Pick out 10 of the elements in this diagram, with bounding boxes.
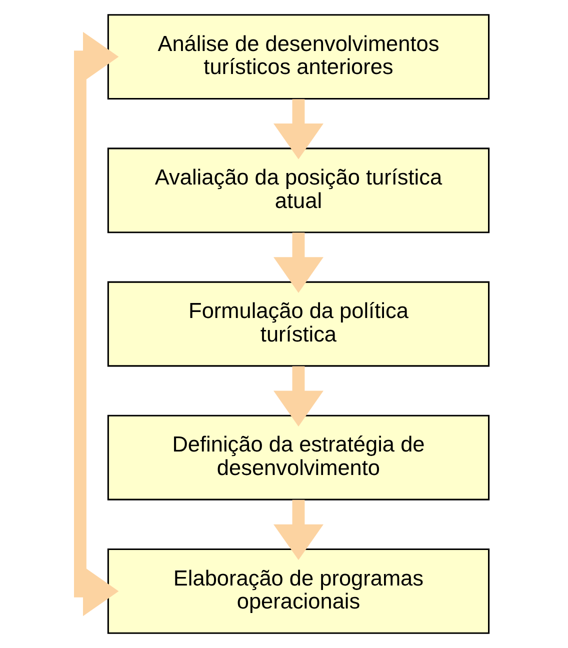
arrow	[273, 232, 323, 293]
node-box: Formulação da política turística	[106, 281, 490, 367]
node-box: Avaliação da posição turística atual	[106, 148, 490, 234]
node-box: Elaboração de programas operacionais	[106, 548, 490, 634]
arrow	[74, 32, 118, 616]
arrow	[273, 99, 323, 160]
arrow	[273, 366, 323, 426]
node-box: Análise de desenvolvimentos turísticos anteriores	[106, 14, 490, 100]
node-box: Definição da estratégia de desenvolvimento	[106, 414, 490, 500]
arrow	[273, 500, 323, 560]
